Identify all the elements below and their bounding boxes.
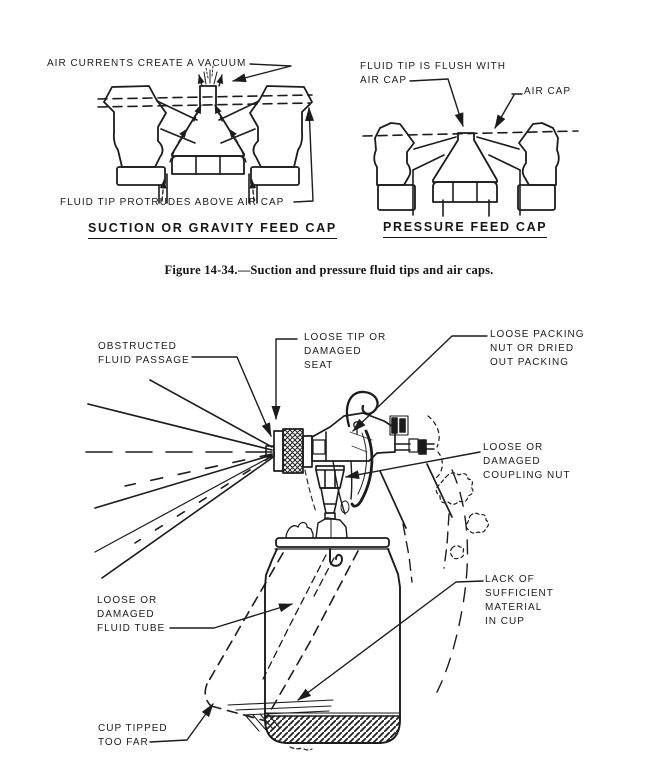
air-cap-leader <box>494 94 515 129</box>
air-currents-leader <box>232 63 292 83</box>
cup-tipped-leader <box>149 703 214 743</box>
fluid-surface <box>227 699 334 732</box>
callout-leaders <box>149 335 488 743</box>
cup-upright <box>264 548 401 744</box>
splatter-squiggles <box>289 469 490 751</box>
loose-tip-leader <box>271 338 298 420</box>
cup-material-hatch <box>264 715 401 744</box>
trigger <box>350 429 374 508</box>
nozzle-assembly <box>265 428 313 474</box>
label-loose-fluid-tube: LOOSE OR DAMAGED FLUID TUBE <box>97 595 166 634</box>
label-air-currents: AIR CURRENTS CREATE A VACUUM <box>47 58 247 69</box>
label-obstructed-fluid-passage: OBSTRUCTED FLUID PASSAGE <box>98 341 190 366</box>
air-flow-arrows <box>159 104 257 202</box>
air-inlet-fittings <box>389 415 443 479</box>
label-fluid-tip-flush: FLUID TIP IS FLUSH WITH AIR CAP <box>360 61 506 86</box>
flush-tip-leader <box>409 78 464 127</box>
label-cup-tipped-too-far: CUP TIPPED TOO FAR <box>98 723 168 748</box>
pressure-cap-drawing <box>362 78 579 217</box>
label-loose-packing-nut: LOOSE PACKING NUT OR DRIED OUT PACKING <box>490 329 585 368</box>
fluid-tip-leader <box>293 107 315 203</box>
lack-material-leader <box>297 580 484 701</box>
fluid-tube-adapter <box>320 487 340 520</box>
suction-cap-title: SUCTION OR GRAVITY FEED CAP <box>88 221 337 239</box>
cup-tipped-outline <box>204 550 359 722</box>
spray-gun-drawing <box>79 335 490 751</box>
label-fluid-tip-protrudes: FLUID TIP PROTRUDES ABOVE AIR CAP <box>60 197 285 208</box>
label-loose-tip-damaged-seat: LOOSE TIP OR DAMAGED SEAT <box>304 332 387 371</box>
coupling-leader <box>345 451 481 480</box>
cup-lid <box>274 517 390 567</box>
coupling-nut <box>315 465 345 489</box>
fluid-tube-dashed <box>261 554 335 682</box>
figure-caption: Figure 14-34.—Suction and pressure fluid… <box>164 263 494 277</box>
obstructed-leader <box>191 356 272 437</box>
packing-leader <box>352 335 488 432</box>
hanger-hook <box>345 390 379 428</box>
suction-cap-drawing <box>97 63 315 204</box>
air-hose-dashes <box>379 463 469 693</box>
label-lack-of-material: LACK OF SUFFICIENT MATERIAL IN CUP <box>485 574 554 627</box>
label-air-cap: AIR CAP <box>524 86 572 97</box>
label-loose-coupling-nut: LOOSE OR DAMAGED COUPLING NUT <box>483 442 571 481</box>
spray-fan <box>79 379 273 579</box>
gun-body <box>311 412 396 462</box>
fluid-tube-leader <box>169 603 293 629</box>
vacuum-sparks <box>197 65 224 87</box>
pressure-cap-title: PRESSURE FEED CAP <box>383 220 548 238</box>
